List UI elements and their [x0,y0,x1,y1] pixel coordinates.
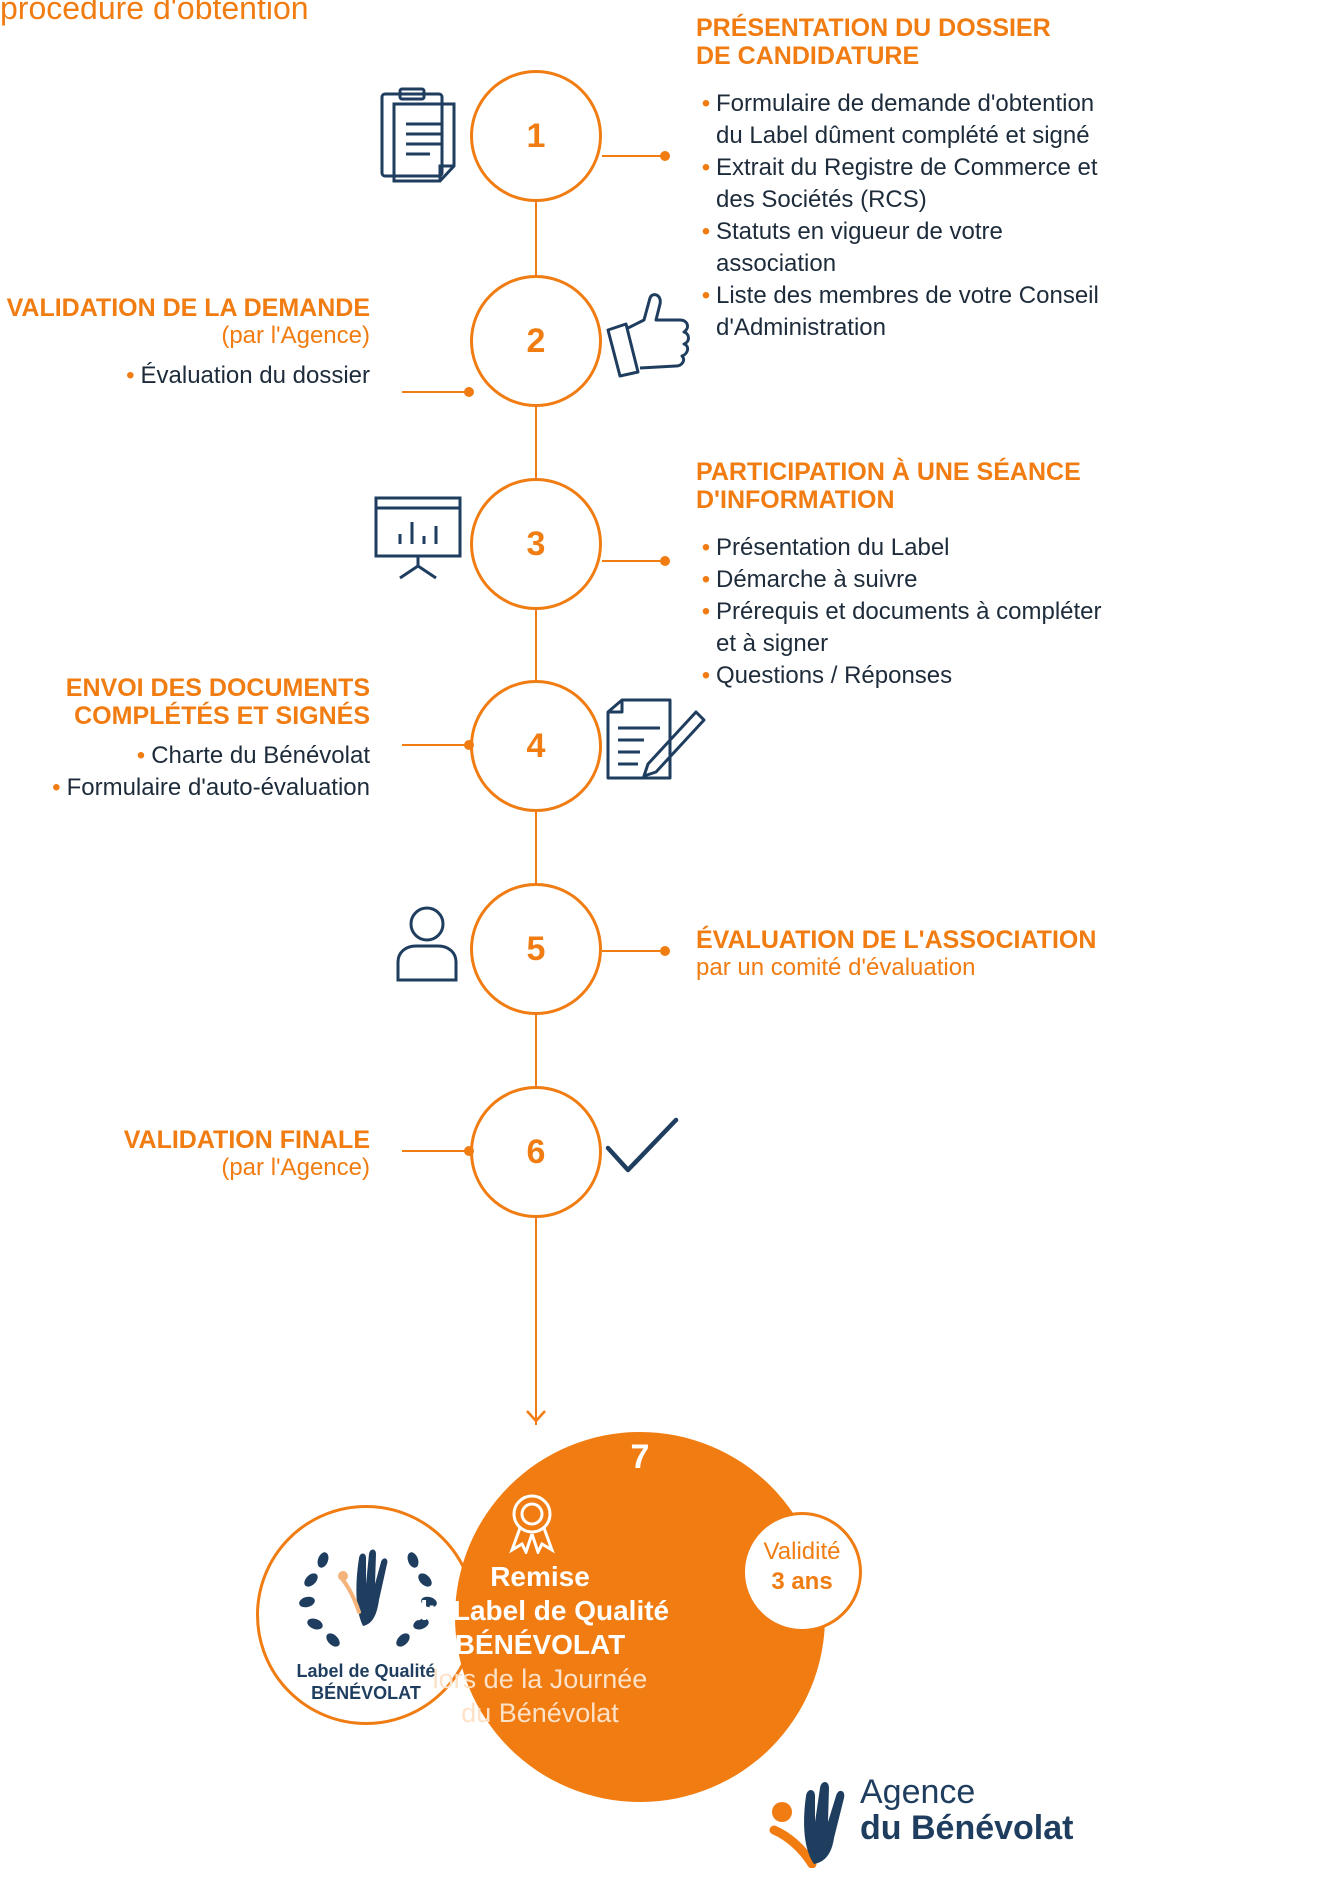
agency-logo-text: Agence du Bénévolat [860,1773,1074,1847]
step-1-title: PRÉSENTATION DU DOSSIER DE CANDIDATURE [696,14,1051,70]
final-step-text: Remise du Label de Qualité BÉNÉVOLAT lor… [410,1561,670,1728]
connector-4 [402,744,470,746]
step-number: 3 [526,524,546,563]
step-4-text: ENVOI DES DOCUMENTS COMPLÉTÉS ET SIGNÉS … [0,674,370,804]
agency-hand-logo-icon [769,1782,845,1868]
step-6-title: VALIDATION FINALE [123,1126,370,1154]
connector-dot [464,1146,474,1156]
timeline-arrow-icon [526,1410,546,1423]
agency-logo: Agence du Bénévolat [768,1770,1108,1870]
validity-badge: Validité 3 ans [742,1512,862,1632]
page-title: procédure d'obtention [0,0,309,26]
list-item: Extrait du Registre de Commerce et des S… [696,152,1116,216]
list-item: Prérequis et documents à compléter et à … [696,596,1116,660]
step-4-title: ENVOI DES DOCUMENTS COMPLÉTÉS ET SIGNÉS [65,674,370,730]
step-5-circle: 5 [470,883,602,1015]
connector-5 [602,950,664,952]
list-item: Formulaire de demande d'obtention du Lab… [696,88,1116,152]
step-3-list: Présentation du Label Démarche à suivre … [696,532,1116,692]
presentation-board-icon [374,496,462,580]
thumbs-up-icon [606,293,690,378]
connector-dot [660,556,670,566]
step-number: 5 [526,929,546,968]
step-2-subtitle: (par l'Agence) [221,322,370,349]
step-number: 2 [526,321,546,360]
connector-1 [602,155,664,157]
list-item: Questions / Réponses [696,660,1116,692]
step-1-text: PRÉSENTATION DU DOSSIER DE CANDIDATURE F… [696,14,1116,344]
connector-dot [660,946,670,956]
list-item: Formulaire d'auto-évaluation [0,772,370,804]
award-ribbon-icon [509,1494,555,1554]
validity-value: 3 ans [771,1568,833,1595]
laurel-hand-icon [299,1549,437,1647]
list-item: Présentation du Label [696,532,1116,564]
final-step-number: 7 [630,1438,650,1476]
list-item: Évaluation du dossier [0,360,370,392]
step-2-title: VALIDATION DE LA DEMANDE [6,294,370,322]
step-4-list: Charte du Bénévolat Formulaire d'auto-év… [0,740,370,804]
step-2-circle: 2 [470,275,602,407]
list-item: Liste des membres de votre Conseil d'Adm… [696,280,1116,344]
validity-label: Validité [763,1538,841,1565]
step-3-circle: 3 [470,478,602,610]
step-number: 4 [526,726,546,765]
connector-dot [660,151,670,161]
step-5-subtitle: par un comité d'évaluation [696,954,976,981]
list-item: Charte du Bénévolat [0,740,370,772]
step-6-text: VALIDATION FINALE (par l'Agence) [0,1126,370,1182]
step-5-title: ÉVALUATION DE L'ASSOCIATION [696,926,1097,954]
step-1-circle: 1 [470,70,602,202]
list-item: Statuts en vigueur de votre association [696,216,1116,280]
checkmark-icon [605,1117,679,1173]
step-6-subtitle: (par l'Agence) [221,1154,370,1181]
step-4-circle: 4 [470,680,602,812]
connector-6 [402,1150,470,1152]
step-number: 1 [526,116,546,155]
step-2-list: Évaluation du dossier [0,360,370,392]
label-badge-text: Label de Qualité BÉNÉVOLAT [296,1661,436,1703]
list-item: Démarche à suivre [696,564,1116,596]
connector-2 [402,391,470,393]
step-5-text: ÉVALUATION DE L'ASSOCIATION par un comit… [696,926,1116,982]
clipboard-icon [380,87,456,183]
step-6-circle: 6 [470,1086,602,1218]
user-icon [396,906,458,982]
step-number: 6 [526,1132,546,1171]
step-3-title: PARTICIPATION À UNE SÉANCE D'INFORMATION [696,458,1081,514]
connector-dot [464,740,474,750]
step-2-text: VALIDATION DE LA DEMANDE (par l'Agence) … [0,294,370,392]
connector-3 [602,560,664,562]
signed-document-icon [606,698,706,780]
step-3-text: PARTICIPATION À UNE SÉANCE D'INFORMATION… [696,458,1116,692]
connector-dot [464,387,474,397]
step-1-list: Formulaire de demande d'obtention du Lab… [696,88,1116,344]
